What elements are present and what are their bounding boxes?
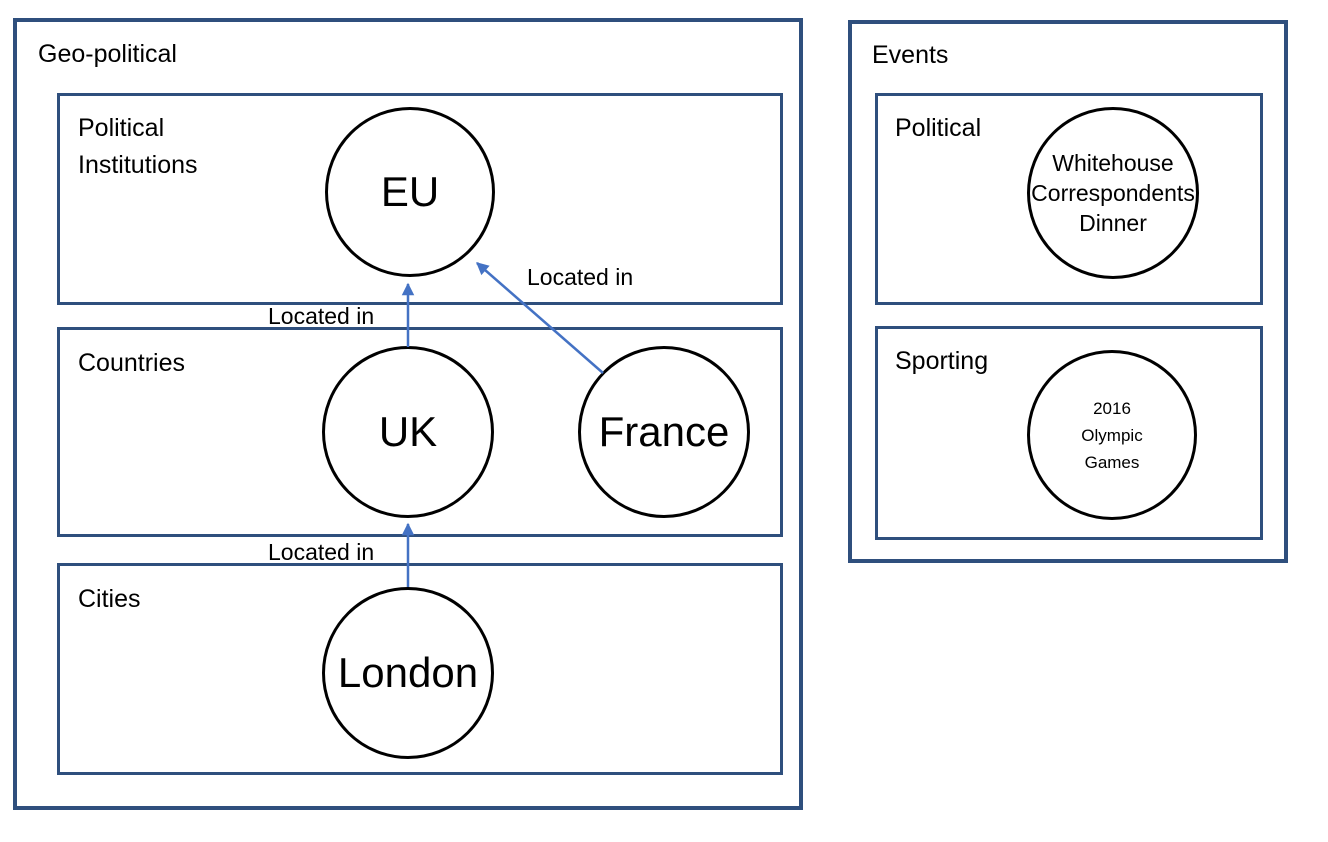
- node-france: France: [578, 346, 750, 518]
- located-in-label-uk-eu: Located in: [268, 303, 375, 329]
- node-uk-label: UK: [378, 408, 438, 455]
- node-2016-olympic-games: 2016 Olympic Games: [1027, 350, 1197, 520]
- node-london: London: [322, 587, 494, 759]
- events-political-box: [875, 93, 1263, 305]
- node-olympics-line-3: Games: [1084, 452, 1140, 472]
- countries-label: Countries: [78, 349, 185, 377]
- cities-label: Cities: [78, 585, 141, 613]
- events-sporting-label: Sporting: [895, 347, 989, 375]
- political-institutions-box: [57, 93, 783, 305]
- node-london-label: London: [337, 649, 479, 696]
- node-eu-label: EU: [380, 168, 440, 215]
- located-in-label-france-eu: Located in: [527, 264, 634, 290]
- node-olympics-line-1: 2016: [1093, 398, 1131, 418]
- node-whitehouse-line-1: Whitehouse: [1052, 150, 1174, 176]
- events-group-box: [848, 20, 1288, 563]
- events-title: Events: [872, 41, 949, 69]
- geo-political-group-box: [13, 18, 803, 810]
- node-uk: UK: [322, 346, 494, 518]
- geo-political-title: Geo-political: [38, 40, 177, 68]
- node-eu: EU: [325, 107, 495, 277]
- node-olympics-line-2: Olympic: [1081, 425, 1143, 445]
- located-in-label-london-uk: Located in: [268, 539, 375, 565]
- events-sporting-box: [875, 326, 1263, 540]
- countries-box: [57, 327, 783, 537]
- political-institutions-label: Political Institutions: [78, 114, 198, 179]
- cities-box: [57, 563, 783, 775]
- node-whitehouse-line-2: Correspondents: [1031, 180, 1195, 206]
- node-whitehouse-correspondents-dinner: Whitehouse Correspondents Dinner: [1027, 107, 1199, 279]
- node-whitehouse-line-3: Dinner: [1079, 210, 1147, 236]
- node-france-label: France: [598, 408, 730, 455]
- events-political-label: Political: [895, 114, 982, 142]
